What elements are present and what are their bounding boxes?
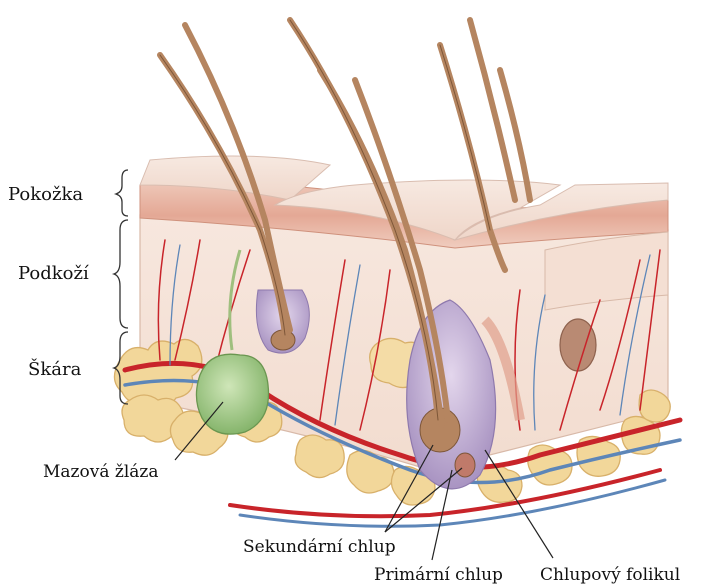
label-hypodermis: Škára xyxy=(28,357,82,380)
brace-dermis xyxy=(114,220,128,328)
label-epidermis: Pokožka xyxy=(8,184,83,205)
label-hair-follicle: Chlupový folikul xyxy=(540,565,680,585)
label-dermis: Podkoží xyxy=(18,263,89,284)
label-sebaceous-gland: Mazová žláza xyxy=(43,462,159,482)
label-secondary-hair: Sekundární chlup xyxy=(243,537,396,557)
brace-epidermis xyxy=(116,170,128,216)
label-primary-hair: Primární chlup xyxy=(374,565,503,585)
